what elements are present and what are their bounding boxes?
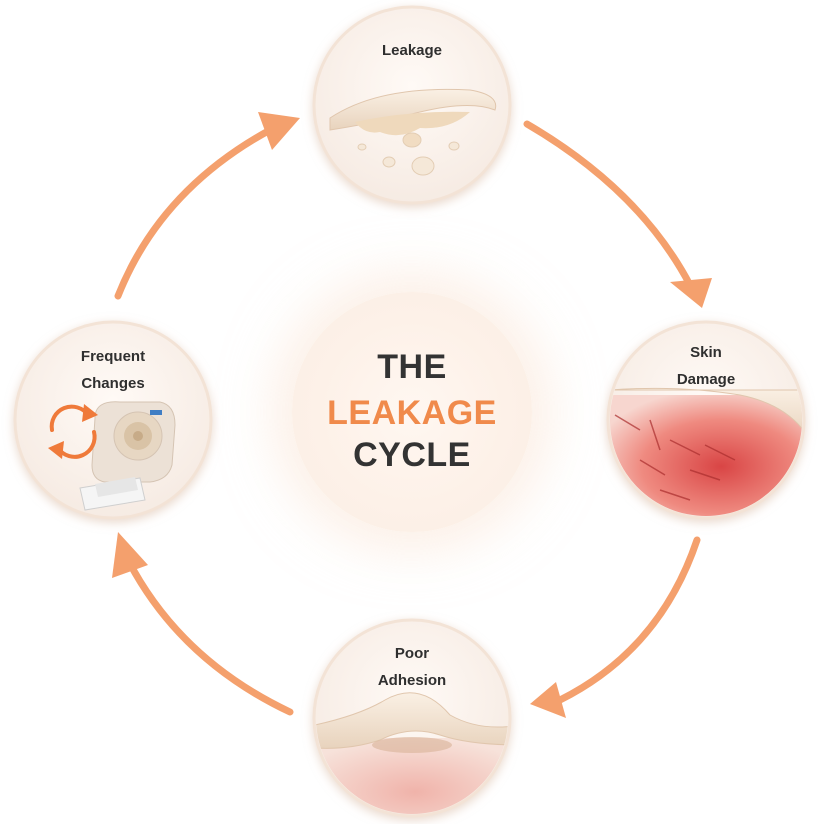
arrow-leakage-to-skin — [523, 120, 694, 289]
node-frequent-changes — [13, 320, 213, 520]
arrowhead-left — [112, 532, 148, 578]
node-skin-damage — [606, 320, 806, 520]
center-circle — [292, 292, 532, 532]
label-skin-damage-line2: Damage — [676, 371, 736, 388]
label-poor-adhesion-line2: Adhesion — [377, 672, 447, 689]
label-skin-damage: Skin Damage — [646, 339, 766, 393]
ostomy-pouch-icon — [79, 401, 176, 511]
title-leakage: LEAKAGE — [327, 394, 497, 432]
label-frequent-changes-line1: Frequent — [80, 348, 146, 365]
arrowhead-top — [258, 112, 300, 150]
arrow-skin-to-adhesion — [556, 536, 701, 704]
title-cycle: CYCLE — [353, 436, 471, 474]
droplet-icon — [411, 156, 435, 176]
arrow-changes-to-leakage — [114, 126, 274, 300]
label-poor-adhesion: Poor Adhesion — [352, 640, 472, 694]
label-leakage: Leakage — [381, 42, 443, 59]
cycle-arrows — [114, 120, 701, 716]
label-frequent-changes: Frequent Changes — [53, 343, 173, 397]
label-frequent-changes-line2: Changes — [81, 375, 145, 392]
arrow-heads — [112, 112, 712, 718]
arrowhead-right — [670, 278, 712, 308]
title-the: THE — [377, 348, 447, 386]
label-poor-adhesion-line1: Poor — [394, 645, 430, 662]
node-leakage — [312, 5, 512, 205]
arrowhead-bottom — [530, 682, 566, 718]
arrow-adhesion-to-changes — [124, 556, 294, 716]
label-skin-damage-line1: Skin — [690, 344, 722, 361]
